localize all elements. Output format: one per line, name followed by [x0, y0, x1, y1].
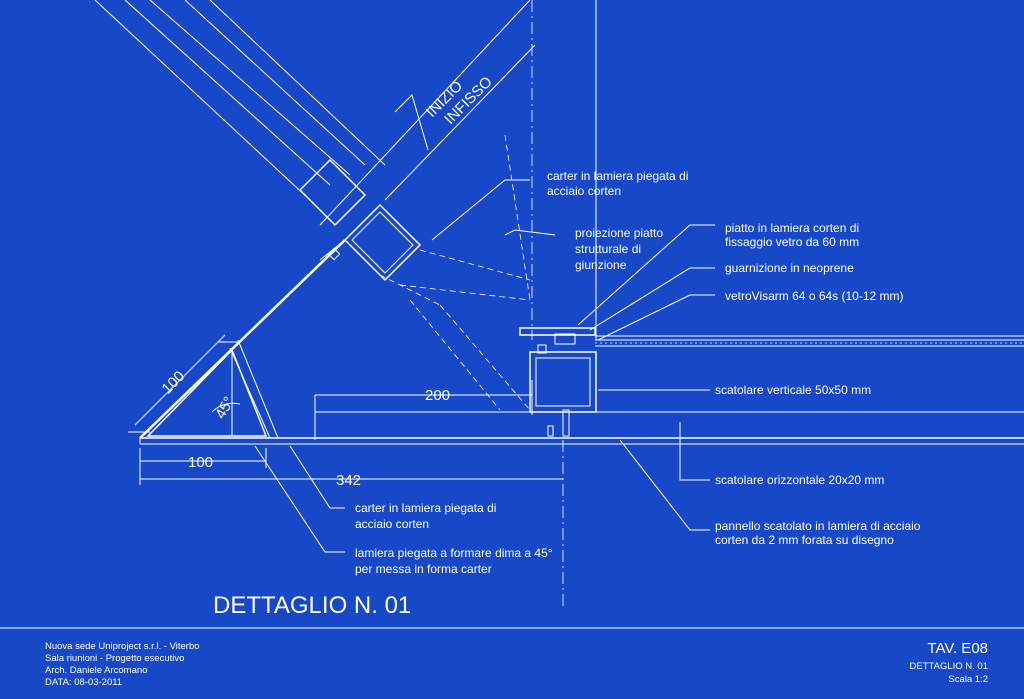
- annotation-pannello-line1: pannello scatolato in lamiera di acciaio: [715, 519, 921, 533]
- project-phase: Sala riunioni - Progetto esecutivo: [45, 653, 184, 664]
- dimension-lines: [128, 334, 563, 485]
- sheet-number: TAV. E08: [927, 640, 988, 657]
- annotation-pannello-line2: corten da 2 mm forata su disegno: [715, 533, 894, 547]
- sheet-scale: Scala 1:2: [948, 674, 988, 685]
- project-date: DATA: 08-03-2011: [45, 677, 122, 688]
- annotation-guarnizione: guarnizione in neoprene: [725, 261, 854, 275]
- sheet-detail: DETTAGLIO N. 01: [910, 661, 988, 672]
- annotation-piatto-line1: piatto in lamiera corten di: [725, 221, 859, 235]
- annotation-carter-bottom-line1: carter in lamiera piegata di: [355, 501, 496, 515]
- annotation-carter-top-line1: carter in lamiera piegata di: [547, 169, 688, 183]
- detail-title: DETTAGLIO N. 01: [213, 592, 411, 619]
- annotation-proiezione-line2: strutturale di: [575, 242, 641, 256]
- annotation-scatolare-orizzontale: scatolare orizzontale 20x20 mm: [715, 473, 884, 487]
- angle-45-label: 45°: [212, 394, 238, 422]
- annotation-proiezione-line3: giunzione: [575, 258, 627, 272]
- title-block: Nuova sede Uniproject s.r.l. - Viterbo S…: [0, 627, 1024, 688]
- annotation-carter-top-line2: acciaio corten: [547, 184, 621, 198]
- drawing-geometry: [94, 0, 1024, 610]
- annotation-scatolare-verticale: scatolare verticale 50x50 mm: [715, 383, 871, 397]
- project-name: Nuova sede Uniproject s.r.l. - Viterbo: [45, 641, 200, 652]
- annotation-piatto-line2: fissaggio vetro da 60 mm: [725, 235, 859, 249]
- annotation-carter-bottom-line2: acciaio corten: [355, 517, 429, 531]
- annotation-proiezione-line1: proiezione piatto: [575, 226, 663, 240]
- dimension-200: 200: [425, 387, 450, 404]
- annotation-vetro: vetroVisarm 64 o 64s (10-12 mm): [725, 289, 904, 303]
- project-architect: Arch. Daniele Arcomano: [45, 665, 147, 676]
- dimension-100-diagonal: 100: [159, 368, 189, 398]
- annotation-lamiera-line2: per messa in forma carter: [355, 562, 492, 576]
- annotation-lamiera-line1: lamiera piegata a formare dima a 45°: [355, 546, 553, 560]
- dimension-100-horizontal: 100: [188, 454, 213, 471]
- dimension-342: 342: [336, 472, 361, 489]
- leader-lines: [254, 94, 715, 553]
